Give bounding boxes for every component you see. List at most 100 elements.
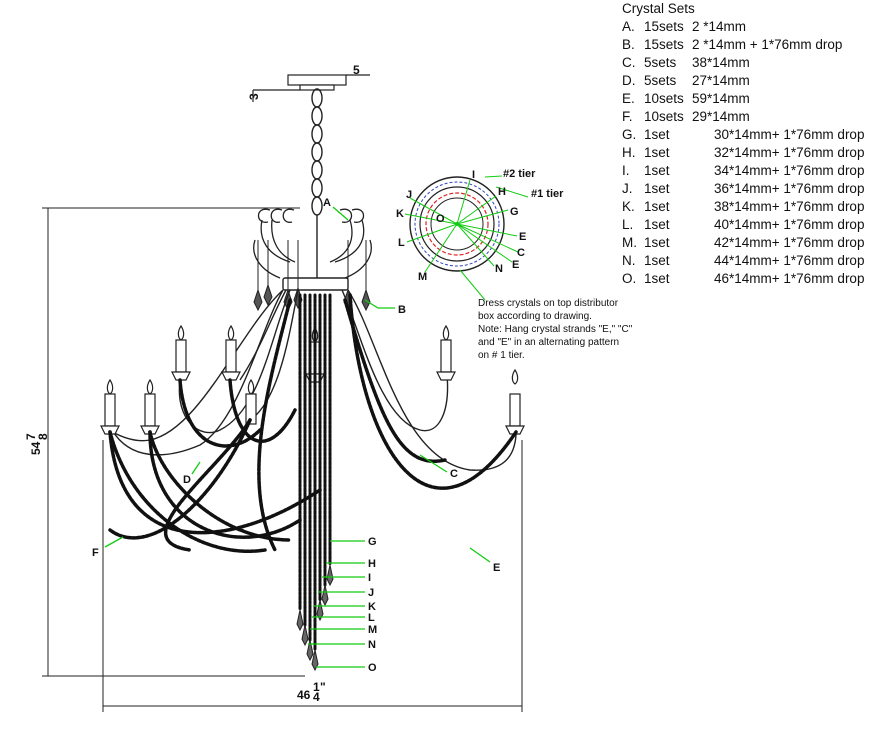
canopy-small-dim: 3 bbox=[247, 93, 261, 100]
tier-note: Dress crystals on top distributor box ac… bbox=[478, 298, 633, 361]
label-d: D bbox=[183, 474, 191, 486]
crystal-set-qty: 1set bbox=[644, 127, 670, 142]
svg-text:": " bbox=[320, 680, 326, 694]
label-b: B bbox=[398, 304, 406, 316]
crystal-set-qty: 1set bbox=[644, 217, 670, 232]
note-line-4: and "E" in an alternating pattern bbox=[478, 337, 619, 348]
tier-label-n: N bbox=[495, 263, 503, 275]
width-num: 1 bbox=[313, 680, 320, 694]
tier-label-h: H bbox=[498, 186, 506, 198]
crystal-set-spec: 36*14mm+ 1*76mm drop bbox=[714, 181, 865, 196]
crystal-set-row: L. 1set 40*14mm+ 1*76mm drop bbox=[622, 216, 864, 234]
crystal-set-spec: 42*14mm+ 1*76mm drop bbox=[714, 235, 865, 250]
crystal-sets-title: Crystal Sets bbox=[622, 1, 695, 16]
note-line-2: box according to drawing. bbox=[478, 311, 592, 322]
crystal-set-spec: 2 *14mm + 1*76mm drop bbox=[692, 37, 843, 52]
crystal-set-spec: 29*14mm bbox=[692, 109, 750, 124]
candles bbox=[100, 324, 525, 435]
crown-scrolls bbox=[253, 208, 372, 279]
center-strands bbox=[298, 293, 332, 652]
label-k: K bbox=[368, 601, 376, 613]
crystal-set-row: J. 1set 36*14mm+ 1*76mm drop bbox=[622, 180, 864, 198]
label-m: M bbox=[368, 624, 377, 636]
crystal-set-spec: 27*14mm bbox=[692, 73, 750, 88]
tier-label-g: G bbox=[510, 206, 519, 218]
crystal-set-letter: F. bbox=[622, 109, 633, 124]
height-dimension bbox=[42, 207, 305, 677]
crystal-set-letter: C. bbox=[622, 55, 636, 70]
tier-label-c: C bbox=[517, 247, 525, 259]
label-j: J bbox=[368, 587, 374, 599]
label-l: L bbox=[368, 612, 375, 624]
crystal-set-letter: G. bbox=[622, 127, 637, 142]
label-g: G bbox=[368, 536, 377, 548]
crystal-set-letter: O. bbox=[622, 271, 637, 286]
crystal-set-qty: 1set bbox=[644, 145, 670, 160]
width-whole: 46 bbox=[297, 688, 311, 702]
crystal-set-spec: 30*14mm+ 1*76mm drop bbox=[714, 127, 865, 142]
crystal-set-qty: 1set bbox=[644, 163, 670, 178]
crystal-set-letter: M. bbox=[622, 235, 637, 250]
tier-diagram: O I H G E C E N J K L M #2 tier #1 tier bbox=[396, 168, 564, 301]
tier-label-o: O bbox=[436, 213, 445, 225]
crystal-set-spec: 2 *14mm bbox=[692, 19, 747, 34]
height-whole: 54 bbox=[29, 441, 43, 455]
center-drops bbox=[296, 564, 334, 672]
tier-label-j: J bbox=[406, 189, 412, 201]
label-e: E bbox=[493, 562, 500, 574]
tier-label-m: M bbox=[418, 271, 427, 283]
tier-label-k: K bbox=[396, 208, 404, 220]
crystal-set-row: F. 10sets 29*14mm bbox=[622, 108, 864, 126]
crystal-set-row: A. 15sets 2 *14mm bbox=[622, 18, 864, 36]
crystal-set-spec: 40*14mm+ 1*76mm drop bbox=[714, 217, 865, 232]
crystal-set-spec: 59*14mm bbox=[692, 91, 750, 106]
tier-label-e2: E bbox=[512, 259, 519, 271]
note-line-1: Dress crystals on top distributor bbox=[478, 298, 619, 309]
crystal-set-letter: K. bbox=[622, 199, 635, 214]
crystal-set-letter: E. bbox=[622, 91, 635, 106]
crystal-set-spec: 32*14mm+ 1*76mm drop bbox=[714, 145, 865, 160]
crystal-set-letter: D. bbox=[622, 73, 636, 88]
crystal-set-qty: 10sets bbox=[644, 109, 684, 124]
label-f: F bbox=[92, 547, 99, 559]
width-dimension bbox=[102, 440, 523, 712]
crystal-set-qty: 15sets bbox=[644, 19, 684, 34]
width-dimension-text: 46 1 4 " bbox=[297, 680, 326, 704]
crystal-set-letter: L. bbox=[622, 217, 634, 232]
chain bbox=[311, 88, 323, 216]
arms bbox=[107, 289, 517, 471]
tier-label-i: I bbox=[472, 169, 475, 181]
tier-label-l: L bbox=[398, 237, 405, 249]
crystal-set-spec: 44*14mm+ 1*76mm drop bbox=[714, 253, 865, 268]
label-h: H bbox=[368, 558, 376, 570]
crystal-set-letter: A. bbox=[622, 19, 635, 34]
crystal-set-letter: B. bbox=[622, 37, 635, 52]
label-a: A bbox=[323, 197, 331, 209]
crystal-set-letter: J. bbox=[622, 181, 633, 196]
crystal-set-qty: 5sets bbox=[644, 73, 677, 88]
tier2-label: #2 tier bbox=[503, 168, 536, 180]
crystal-set-letter: H. bbox=[622, 145, 636, 160]
label-i: I bbox=[368, 572, 371, 584]
height-num: 7 bbox=[24, 433, 38, 440]
crystal-set-qty: 1set bbox=[644, 181, 670, 196]
crystal-set-spec: 34*14mm+ 1*76mm drop bbox=[714, 163, 865, 178]
canopy bbox=[252, 74, 370, 102]
crystal-set-qty: 10sets bbox=[644, 91, 684, 106]
label-c: C bbox=[450, 468, 458, 480]
label-n: N bbox=[368, 639, 376, 651]
crystal-set-spec: 38*14mm bbox=[692, 55, 750, 70]
leader-lines bbox=[104, 206, 491, 668]
crystal-set-row: D. 5sets 27*14mm bbox=[622, 72, 864, 90]
height-den: 8 bbox=[36, 433, 50, 440]
crystal-set-letter: N. bbox=[622, 253, 636, 268]
